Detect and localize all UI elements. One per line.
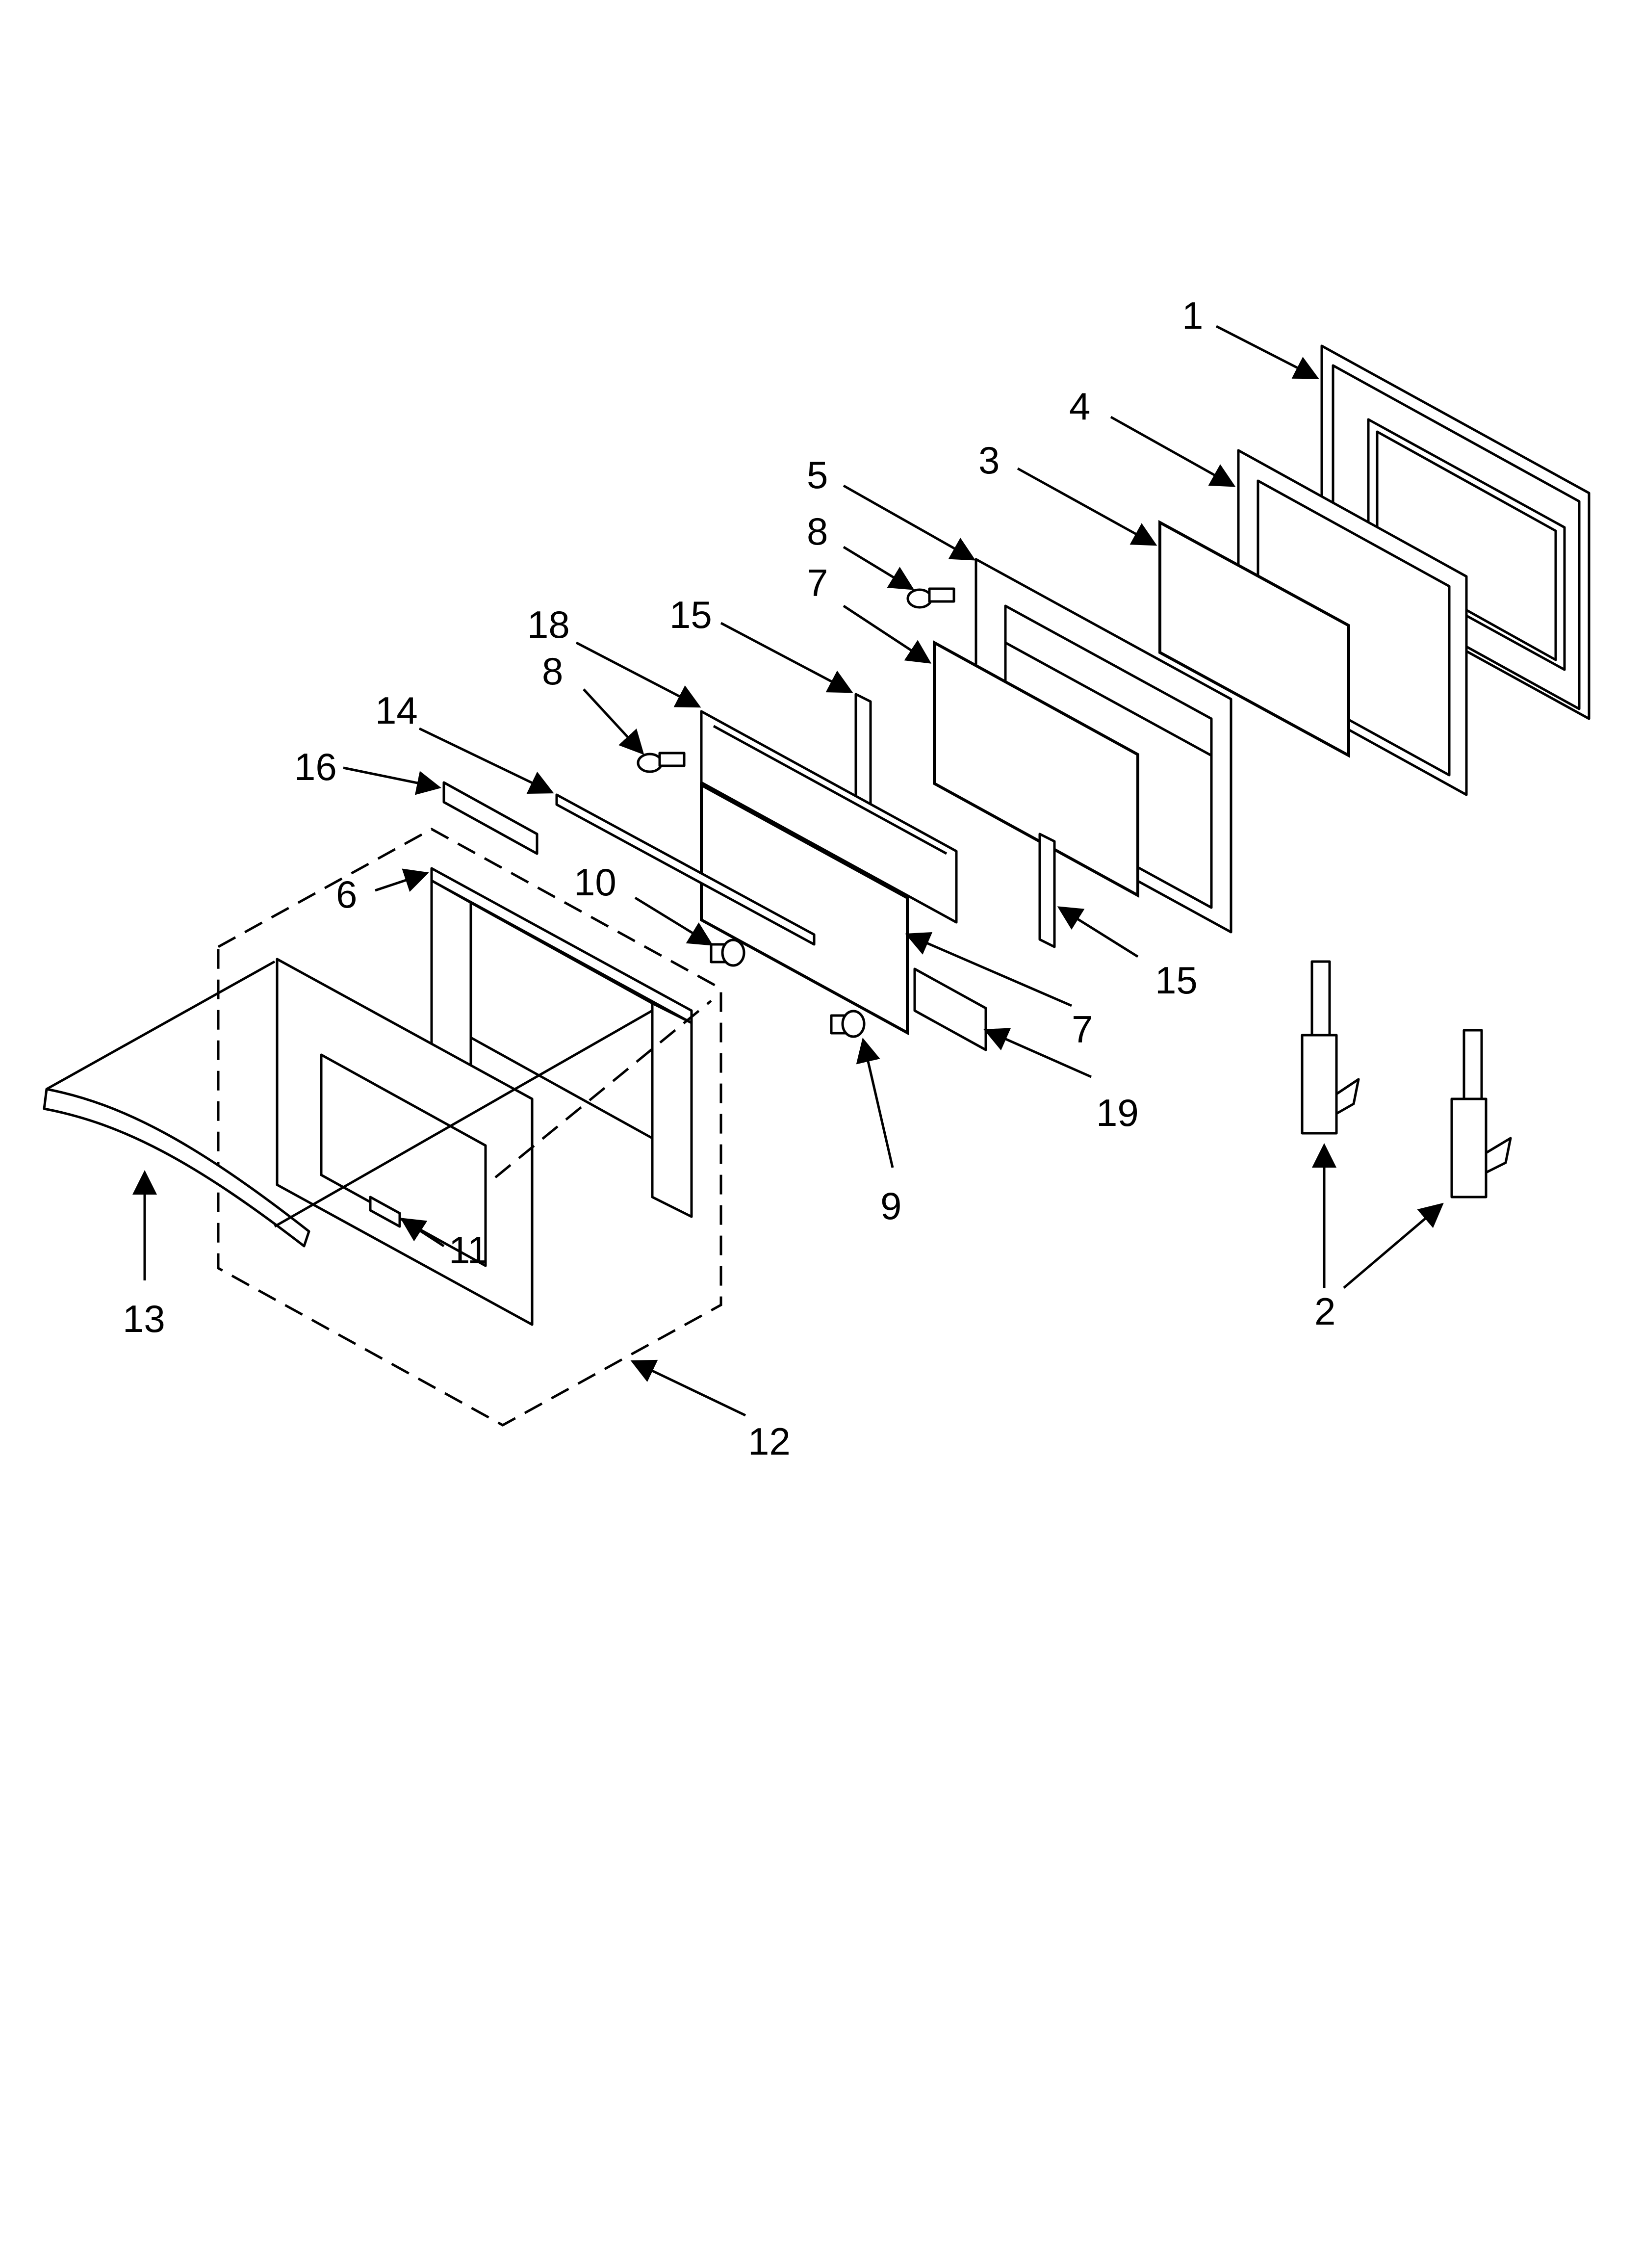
screw-upper [906,587,955,609]
leader-15a [720,622,853,693]
callout-7b: 7 [1072,1008,1093,1051]
callout-15b: 15 [1155,959,1198,1002]
callout-9: 9 [880,1184,901,1227]
callout-10: 10 [574,860,616,904]
leader-2b [1343,1202,1444,1289]
callout-5: 5 [807,453,828,496]
leader-12 [630,1359,746,1417]
leader-6 [375,868,429,892]
door-panel-frame [430,867,693,1218]
leader-5 [843,484,976,561]
callout-15a: 15 [669,593,712,636]
screw-middle [637,752,686,773]
glass-retainer-upper [854,693,872,806]
leader-18 [575,641,701,708]
callout-11: 11 [449,1228,488,1272]
leader-3 [1017,467,1157,546]
leader-19 [983,1028,1092,1078]
callout-13: 13 [123,1297,165,1340]
callout-8b: 8 [542,650,563,693]
callout-2: 2 [1314,1290,1335,1333]
bolt-9 [830,1010,866,1038]
outer-glass [1158,520,1350,758]
leader-9 [856,1038,894,1168]
callout-6: 6 [336,873,357,916]
leader-7a [843,604,932,664]
hinge-left [1301,960,1360,1135]
leader-1 [1215,325,1319,379]
badge-11 [369,1196,401,1228]
leader-8b [583,688,644,755]
callout-12: 12 [748,1420,791,1463]
leader-16 [343,766,441,795]
hinge-right [1450,1029,1512,1199]
leader-7b [905,932,1072,1007]
door-front-panel [276,958,534,1326]
leader-11 [400,1218,445,1248]
inner-glass-upper [933,640,1139,898]
callout-7a: 7 [807,561,828,604]
callout-8a: 8 [807,510,828,553]
bolt-10 [710,938,745,967]
callout-1: 1 [1182,294,1203,337]
callout-16: 16 [294,745,337,788]
callout-14: 14 [375,689,418,732]
leader-8a [843,546,915,590]
door-top-trim [700,710,958,924]
outer-door-panel [1320,344,1591,720]
door-bottom-trim [913,967,987,1051]
callout-3: 3 [978,439,1000,482]
callout-18: 18 [527,603,570,646]
leader-10 [634,896,714,946]
vent-strip [555,793,816,946]
door-handle [43,1088,310,1248]
glass-retainer-lower [1038,833,1056,948]
leader-4 [1110,416,1236,487]
handle-bracket [442,781,539,855]
callout-4: 4 [1069,385,1090,428]
door-assembly-outline [217,828,722,1427]
leader-14 [418,727,554,794]
leader-15b [1057,906,1139,958]
callout-19: 19 [1096,1091,1139,1134]
